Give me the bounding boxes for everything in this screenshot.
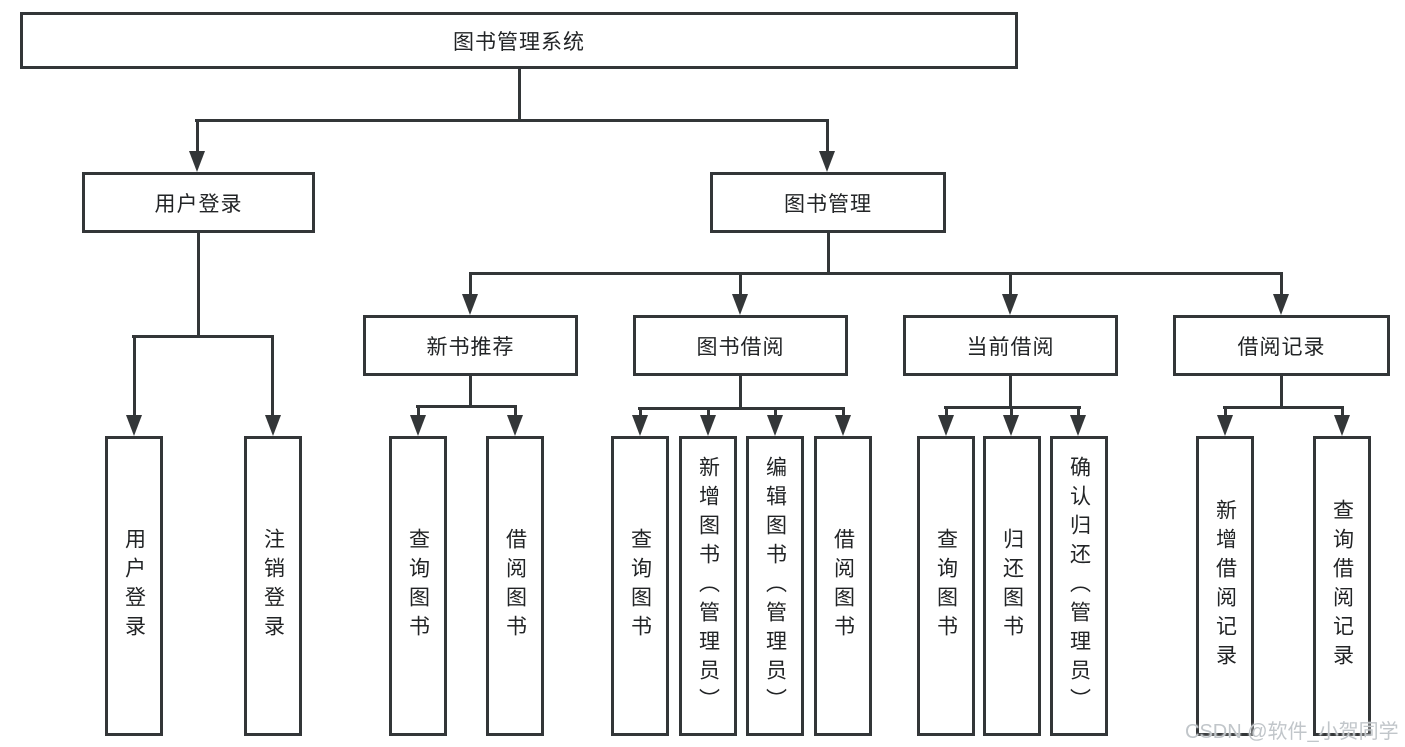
node-label: 借阅图书 bbox=[831, 528, 855, 644]
arrow-down-icon bbox=[835, 415, 851, 436]
connector-line bbox=[133, 335, 136, 417]
node-leaf-borrow-book-1: 借阅图书 bbox=[486, 436, 544, 736]
connector-line bbox=[416, 405, 517, 408]
node-label: 借阅图书 bbox=[503, 528, 527, 644]
node-leaf-edit-book-admin: 编辑图书（管理员） bbox=[746, 436, 804, 736]
arrow-down-icon bbox=[938, 415, 954, 436]
arrow-down-icon bbox=[410, 415, 426, 436]
node-label: 新增图书（管理员） bbox=[696, 455, 720, 717]
node-leaf-borrow-book-2: 借阅图书 bbox=[814, 436, 872, 736]
node-user-login: 用户登录 bbox=[82, 172, 315, 233]
arrow-down-icon bbox=[700, 415, 716, 436]
node-leaf-query-book-1: 查询图书 bbox=[389, 436, 447, 736]
connector-line bbox=[638, 407, 845, 410]
connector-line bbox=[196, 119, 199, 155]
connector-line bbox=[417, 405, 420, 417]
node-label: 查询借阅记录 bbox=[1330, 499, 1354, 673]
connector-line bbox=[469, 272, 472, 298]
node-label: 查询图书 bbox=[406, 528, 430, 644]
arrow-down-icon bbox=[1217, 415, 1233, 436]
connector-line bbox=[514, 405, 517, 417]
connector-line bbox=[469, 376, 472, 407]
node-leaf-add-book-admin: 新增图书（管理员） bbox=[679, 436, 737, 736]
node-label: 查询图书 bbox=[934, 528, 958, 644]
node-leaf-logout: 注销登录 bbox=[244, 436, 302, 736]
node-label: 编辑图书（管理员） bbox=[763, 455, 787, 717]
arrow-down-icon bbox=[632, 415, 648, 436]
connector-line bbox=[1077, 406, 1080, 417]
connector-line bbox=[1224, 406, 1227, 417]
arrow-down-icon bbox=[507, 415, 523, 436]
connector-line bbox=[707, 407, 710, 417]
node-borrowing-records: 借阅记录 bbox=[1173, 315, 1390, 376]
arrow-down-icon bbox=[767, 415, 783, 436]
arrow-down-icon bbox=[1070, 415, 1086, 436]
arrow-down-icon bbox=[462, 294, 478, 315]
node-label: 新增借阅记录 bbox=[1213, 499, 1237, 673]
arrow-down-icon bbox=[126, 415, 142, 436]
node-new-book-recommend: 新书推荐 bbox=[363, 315, 578, 376]
node-leaf-user-login: 用户登录 bbox=[105, 436, 163, 736]
arrow-down-icon bbox=[1002, 294, 1018, 315]
arrow-down-icon bbox=[1003, 415, 1019, 436]
arrow-down-icon bbox=[265, 415, 281, 436]
connector-line bbox=[1280, 376, 1283, 408]
connector-line bbox=[518, 69, 521, 121]
connector-line bbox=[945, 406, 948, 417]
arrow-down-icon bbox=[1273, 294, 1289, 315]
node-book-borrowing: 图书借阅 bbox=[633, 315, 848, 376]
connector-line bbox=[774, 407, 777, 417]
connector-line bbox=[1009, 376, 1012, 408]
arrow-down-icon bbox=[732, 294, 748, 315]
connector-line bbox=[271, 335, 274, 417]
connector-line bbox=[1223, 406, 1344, 409]
connector-line bbox=[639, 407, 642, 417]
node-label: 查询图书 bbox=[628, 528, 652, 644]
node-leaf-add-borrow-record: 新增借阅记录 bbox=[1196, 436, 1254, 736]
arrow-down-icon bbox=[819, 151, 835, 172]
connector-line bbox=[827, 233, 830, 274]
arrow-down-icon bbox=[1334, 415, 1350, 436]
node-root-system: 图书管理系统 bbox=[20, 12, 1018, 69]
node-label: 确认归还（管理员） bbox=[1067, 455, 1091, 717]
node-current-borrowing: 当前借阅 bbox=[903, 315, 1118, 376]
connector-line bbox=[469, 272, 1283, 275]
connector-line bbox=[132, 335, 274, 338]
node-leaf-query-book-3: 查询图书 bbox=[917, 436, 975, 736]
connector-line bbox=[1341, 406, 1344, 417]
connector-line bbox=[1010, 406, 1013, 417]
arrow-down-icon bbox=[189, 151, 205, 172]
csdn-watermark: CSDN @软件_小贺同学 bbox=[1185, 721, 1399, 743]
connector-line bbox=[195, 119, 829, 122]
connector-line bbox=[1280, 272, 1283, 298]
node-label: 注销登录 bbox=[261, 528, 285, 644]
node-label: 归还图书 bbox=[1000, 528, 1024, 644]
connector-line bbox=[1009, 272, 1012, 298]
node-leaf-confirm-return-admin: 确认归还（管理员） bbox=[1050, 436, 1108, 736]
connector-line bbox=[826, 119, 829, 155]
connector-line bbox=[842, 407, 845, 417]
node-leaf-query-borrow-record: 查询借阅记录 bbox=[1313, 436, 1371, 736]
node-leaf-query-book-2: 查询图书 bbox=[611, 436, 669, 736]
connector-line bbox=[197, 233, 200, 337]
node-book-management: 图书管理 bbox=[710, 172, 946, 233]
connector-line bbox=[739, 376, 742, 409]
connector-line bbox=[739, 272, 742, 298]
node-label: 用户登录 bbox=[122, 528, 146, 644]
node-leaf-return-book: 归还图书 bbox=[983, 436, 1041, 736]
